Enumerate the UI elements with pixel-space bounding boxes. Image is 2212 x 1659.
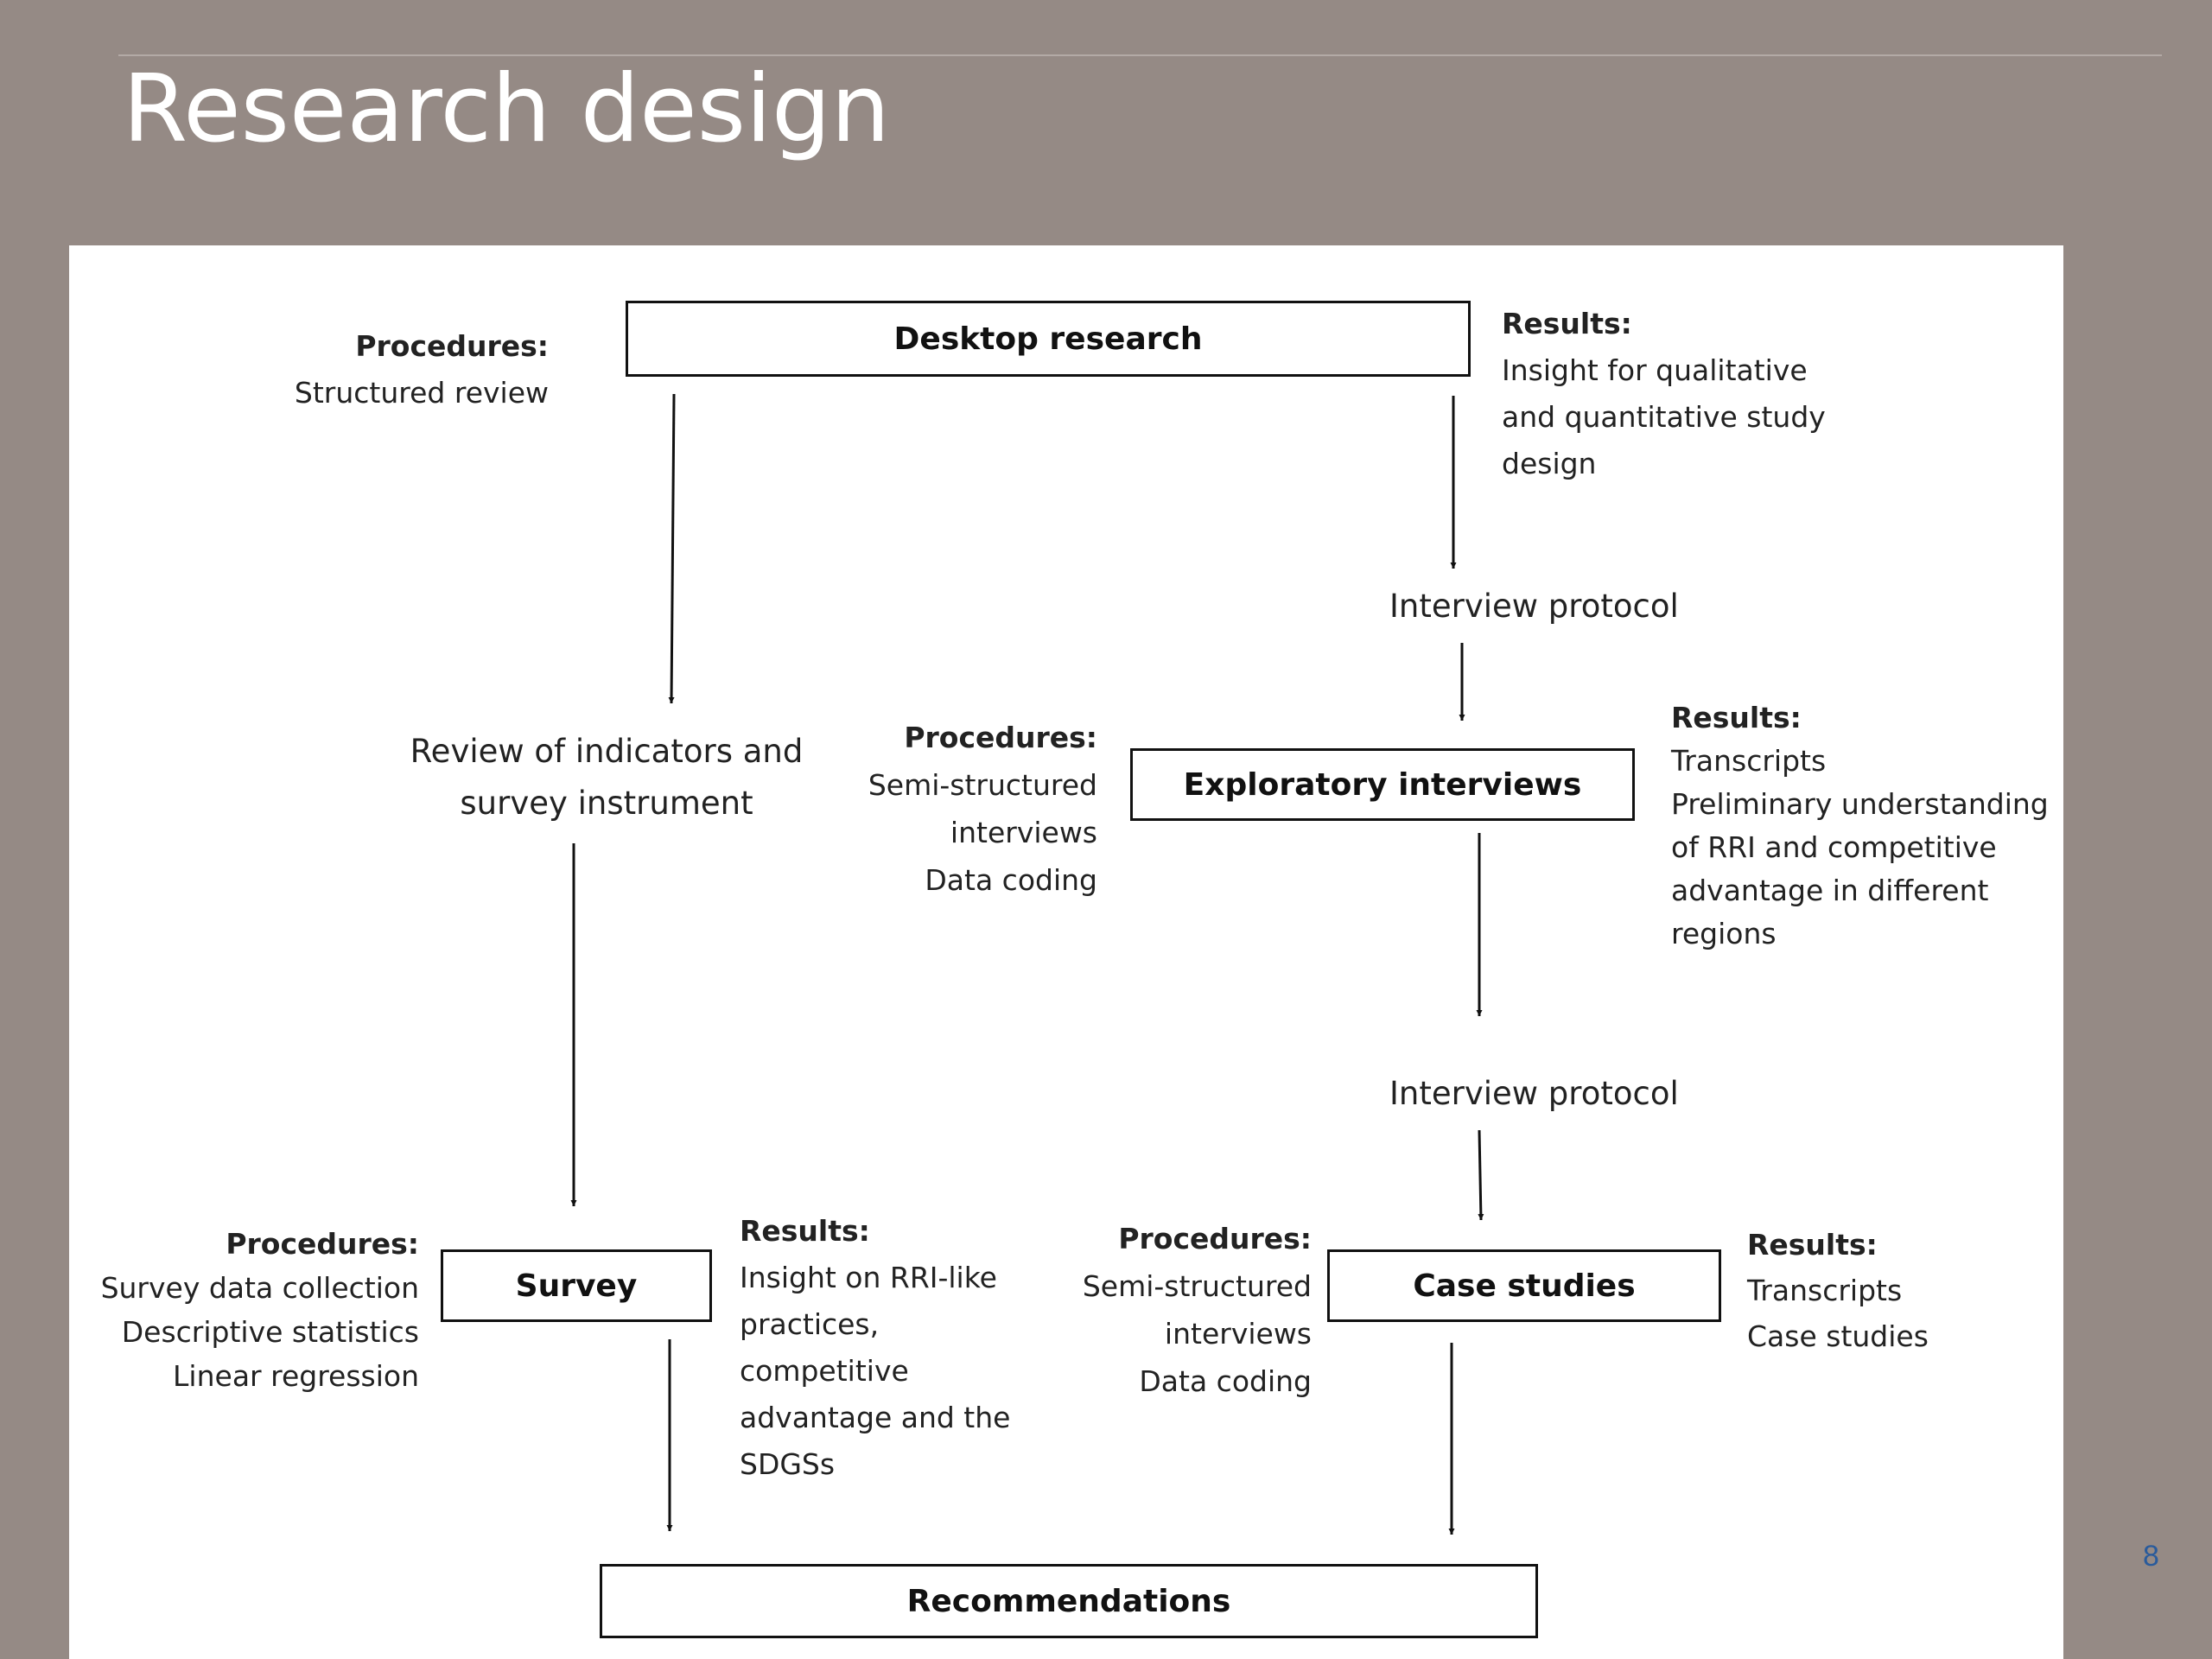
interview-protocol-label-2: Interview protocol	[1389, 1075, 1679, 1112]
case-procedures-heading: Procedures:	[1118, 1222, 1312, 1255]
exploratory-result-item: regions	[1671, 917, 1777, 950]
exploratory-procedures-heading: Procedures:	[904, 721, 1097, 754]
exploratory-result-item: advantage in different	[1671, 874, 1989, 907]
diagram-panel: Desktop research Exploratory interviews …	[69, 245, 2063, 1659]
case-procedure-item: Data coding	[1139, 1364, 1312, 1398]
exploratory-result-item: Preliminary understanding	[1671, 787, 2049, 821]
survey-result-item: practices,	[740, 1307, 880, 1341]
survey-procedure-item: Descriptive statistics	[121, 1315, 419, 1349]
desktop-procedures-heading: Procedures:	[355, 329, 549, 363]
survey-procedure-item: Linear regression	[173, 1359, 419, 1393]
exploratory-procedure-item: Semi-structured	[868, 768, 1097, 802]
title-rule	[118, 54, 2162, 56]
exploratory-procedure-item: Data coding	[925, 863, 1097, 897]
survey-box: Survey	[441, 1249, 712, 1322]
exploratory-interviews-box: Exploratory interviews	[1130, 748, 1635, 821]
case-procedures: Procedures: Semi-structured interviews D…	[1020, 1215, 1312, 1405]
interview-protocol-label-1: Interview protocol	[1389, 588, 1679, 625]
exploratory-result-item: of RRI and competitive	[1671, 830, 1997, 864]
case-procedure-item: interviews	[1164, 1317, 1312, 1351]
survey-procedures-heading: Procedures:	[226, 1227, 419, 1261]
desktop-procedure-item: Structured review	[294, 376, 549, 410]
survey-result-item: SDGSs	[740, 1447, 836, 1481]
survey-procedure-item: Survey data collection	[100, 1271, 419, 1305]
desktop-research-box: Desktop research	[626, 301, 1471, 377]
case-studies-box: Case studies	[1327, 1249, 1721, 1322]
recommendations-box: Recommendations	[600, 1564, 1538, 1638]
slide-title: Research design	[123, 55, 890, 163]
exploratory-result-item: Transcripts	[1671, 744, 1827, 778]
exploratory-results: Results: Transcripts Preliminary underst…	[1671, 696, 2049, 956]
desktop-result-item: and quantitative study	[1502, 400, 1826, 434]
desktop-result-item: Insight for qualitative	[1502, 353, 1808, 387]
survey-procedures: Procedures: Survey data collection Descr…	[86, 1222, 419, 1398]
review-indicators-label: Review of indicators and survey instrume…	[397, 726, 816, 830]
survey-results-heading: Results:	[740, 1214, 870, 1248]
desktop-procedures: Procedures: Structured review	[242, 323, 549, 416]
case-results: Results: Transcripts Case studies	[1747, 1222, 1929, 1359]
survey-results: Results: Insight on RRI-like practices, …	[740, 1208, 1010, 1488]
exploratory-procedure-item: interviews	[950, 816, 1097, 849]
arrow-protocol-to-case	[1478, 1129, 1484, 1221]
flow-arrows	[570, 393, 1484, 1535]
review-line-2: survey instrument	[460, 785, 753, 822]
survey-result-item: advantage and the	[740, 1401, 1011, 1434]
survey-result-item: competitive	[740, 1354, 909, 1388]
desktop-result-item: design	[1502, 447, 1597, 480]
case-procedure-item: Semi-structured	[1082, 1269, 1312, 1303]
exploratory-results-heading: Results:	[1671, 701, 1802, 734]
case-result-item: Case studies	[1747, 1319, 1929, 1353]
desktop-results-heading: Results:	[1502, 307, 1632, 340]
page-number: 8	[2143, 1540, 2159, 1573]
arrow-desktop-to-review	[668, 393, 676, 704]
case-results-heading: Results:	[1747, 1228, 1878, 1262]
survey-result-item: Insight on RRI-like	[740, 1261, 997, 1294]
review-line-1: Review of indicators and	[410, 733, 804, 770]
exploratory-procedures: Procedures: Semi-structured interviews D…	[821, 714, 1097, 904]
case-result-item: Transcripts	[1747, 1274, 1903, 1307]
desktop-results: Results: Insight for qualitative and qua…	[1502, 301, 1826, 487]
